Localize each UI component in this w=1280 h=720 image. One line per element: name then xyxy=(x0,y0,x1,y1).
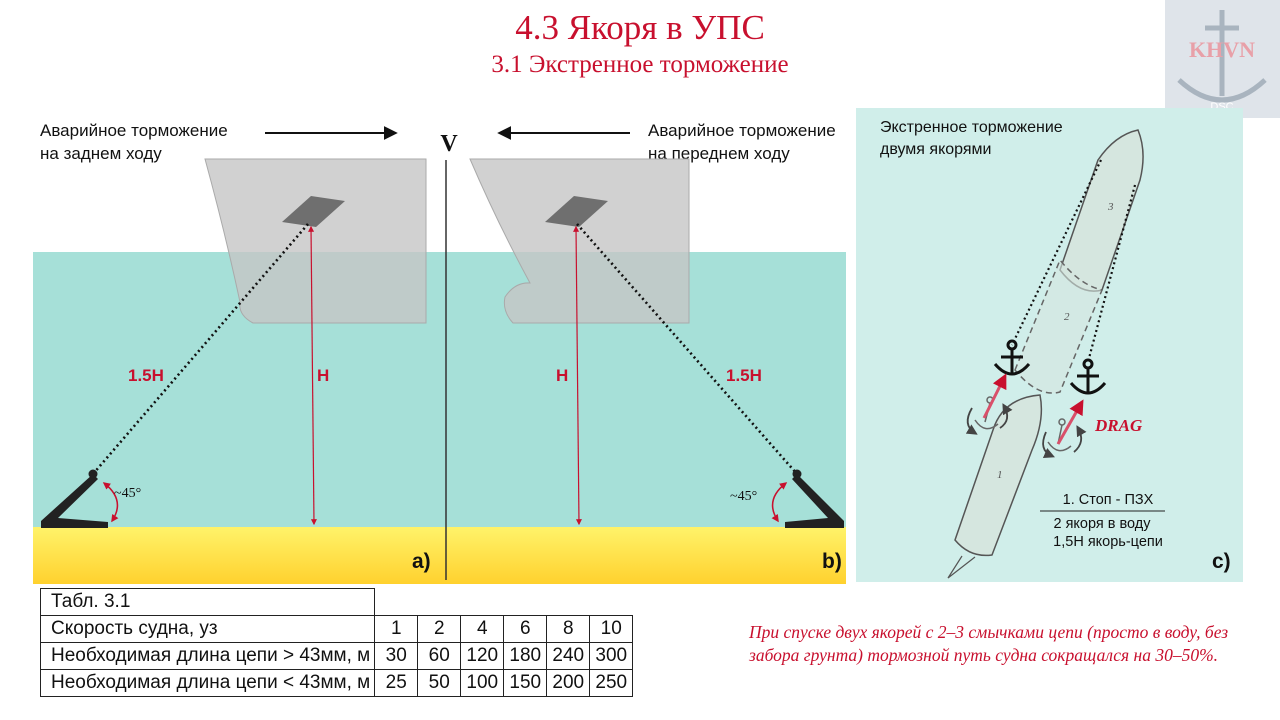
panel-b-hawse-pipe xyxy=(545,196,608,227)
table-cell: 8 xyxy=(546,615,591,643)
table-caption: Табл. 3.1 xyxy=(39,588,376,616)
ship-position-1-label: 1 xyxy=(997,469,1003,481)
table-cell: 10 xyxy=(589,615,634,643)
table-cell: 240 xyxy=(546,642,591,670)
starboard-rotation-arrow xyxy=(1042,431,1055,458)
panel-b-anchor-chain xyxy=(576,223,798,475)
table-row-label: Скорость судна, уз xyxy=(39,615,376,643)
panel-b-caption-2: на переднем ходу xyxy=(648,144,790,163)
ship-position-3-label: 3 xyxy=(1107,201,1114,213)
ship-position-2 xyxy=(1014,258,1104,394)
starboard-anchor-chain xyxy=(1086,184,1137,363)
table-row: Скорость судна, уз 1 2 4 6 8 10 xyxy=(39,615,634,643)
table-cell: 200 xyxy=(546,669,591,697)
table-cell: 180 xyxy=(503,642,548,670)
table-cell: 300 xyxy=(589,642,634,670)
table-cell: 120 xyxy=(460,642,505,670)
port-drag-arrow xyxy=(982,373,1007,419)
panel-b-depth-label: H xyxy=(556,366,568,385)
panel-a-label: a) xyxy=(412,550,431,573)
table-row-label: Необходимая длина цепи < 43мм, м xyxy=(39,669,376,697)
table-cell: 2 xyxy=(417,615,462,643)
ship-position-2-label: 2 xyxy=(1064,311,1070,323)
velocity-label: V xyxy=(440,131,458,157)
panel-b-depth-line xyxy=(573,225,582,526)
anchor-icon xyxy=(1177,10,1267,103)
port-rotation-arrow-2 xyxy=(999,403,1013,429)
page-title: 4.3 Якоря в УПС xyxy=(515,8,765,47)
diagram: V Аварийное торможение на заднем ходу ~4… xyxy=(33,108,1243,584)
panel-b-anchor-shackle xyxy=(792,469,802,479)
table-row: Необходимая длина цепи > 43мм, м 30 60 1… xyxy=(39,642,634,670)
panel-b-label: b) xyxy=(822,550,842,573)
table-cell: 25 xyxy=(374,669,419,697)
table-cell: 150 xyxy=(503,669,548,697)
panel-a-anchor-shackle xyxy=(88,469,98,479)
table-cell: 50 xyxy=(417,669,462,697)
table-cell: 1 xyxy=(374,615,419,643)
steps-line-1: 1. Стоп - ПЗХ xyxy=(1063,492,1154,508)
braking-note: При спуске двух якорей с 2–3 смычками це… xyxy=(749,622,1229,665)
table-cell: 250 xyxy=(589,669,634,697)
panel-a-depth-line xyxy=(308,225,317,526)
logo: KHVN DSC xyxy=(1165,0,1280,118)
panel-b-angle-label: ~45° xyxy=(730,489,757,504)
panel-c-caption-1: Экстренное торможение xyxy=(880,119,1063,136)
chain-length-table: Табл. 3.1 Скорость судна, уз 1 2 4 6 8 1… xyxy=(39,588,634,697)
panel-b-anchor xyxy=(785,474,844,528)
drag-label: DRAG xyxy=(1094,416,1143,435)
steps-line-2: 2 якоря в воду xyxy=(1053,516,1151,532)
panel-a-caption-1: Аварийное торможение xyxy=(40,121,228,140)
page-subtitle: 3.1 Экстренное торможение xyxy=(491,51,789,78)
panel-b-angle-arc xyxy=(771,482,788,523)
panel-b-caption-1: Аварийное торможение xyxy=(648,121,836,140)
ship-wake xyxy=(947,555,976,579)
seabed xyxy=(33,527,846,584)
table-cell: 100 xyxy=(460,669,505,697)
table-cell: 4 xyxy=(460,615,505,643)
panel-a-caption-2: на заднем ходу xyxy=(40,144,162,163)
table-cell: 30 xyxy=(374,642,419,670)
table-row-label: Необходимая длина цепи > 43мм, м xyxy=(39,642,376,670)
starboard-drag-arrow xyxy=(1056,399,1084,445)
starboard-rotation-arrow-2 xyxy=(1073,425,1087,453)
water xyxy=(33,252,846,530)
table-cell: 6 xyxy=(503,615,548,643)
port-anchor-icon xyxy=(993,339,1031,376)
starboard-anchor-icon xyxy=(1069,358,1107,395)
panel-a-hawse-pipe xyxy=(282,196,345,227)
table-row: Необходимая длина цепи < 43мм, м 25 50 1… xyxy=(39,669,634,697)
panel-c-caption-2: двумя якорями xyxy=(880,141,991,158)
panel-a-anchor xyxy=(41,474,108,528)
table-cell: 60 xyxy=(417,642,462,670)
logo-text: KHVN xyxy=(1189,37,1255,62)
panel-a-angle-arc xyxy=(102,482,119,523)
port-rotation-arrow xyxy=(965,407,978,435)
panel-b-chain-label: 1.5H xyxy=(726,366,762,385)
table-caption-row: Табл. 3.1 xyxy=(39,588,633,616)
port-anchor-chain xyxy=(1011,159,1102,346)
panel-a-chain-label: 1.5H xyxy=(128,366,164,385)
panel-a-angle-label: ~45° xyxy=(114,486,141,501)
panel-a-depth-label: H xyxy=(317,366,329,385)
panel-c-label: c) xyxy=(1212,550,1231,573)
steps-line-3: 1,5H якорь-цепи xyxy=(1053,534,1163,550)
